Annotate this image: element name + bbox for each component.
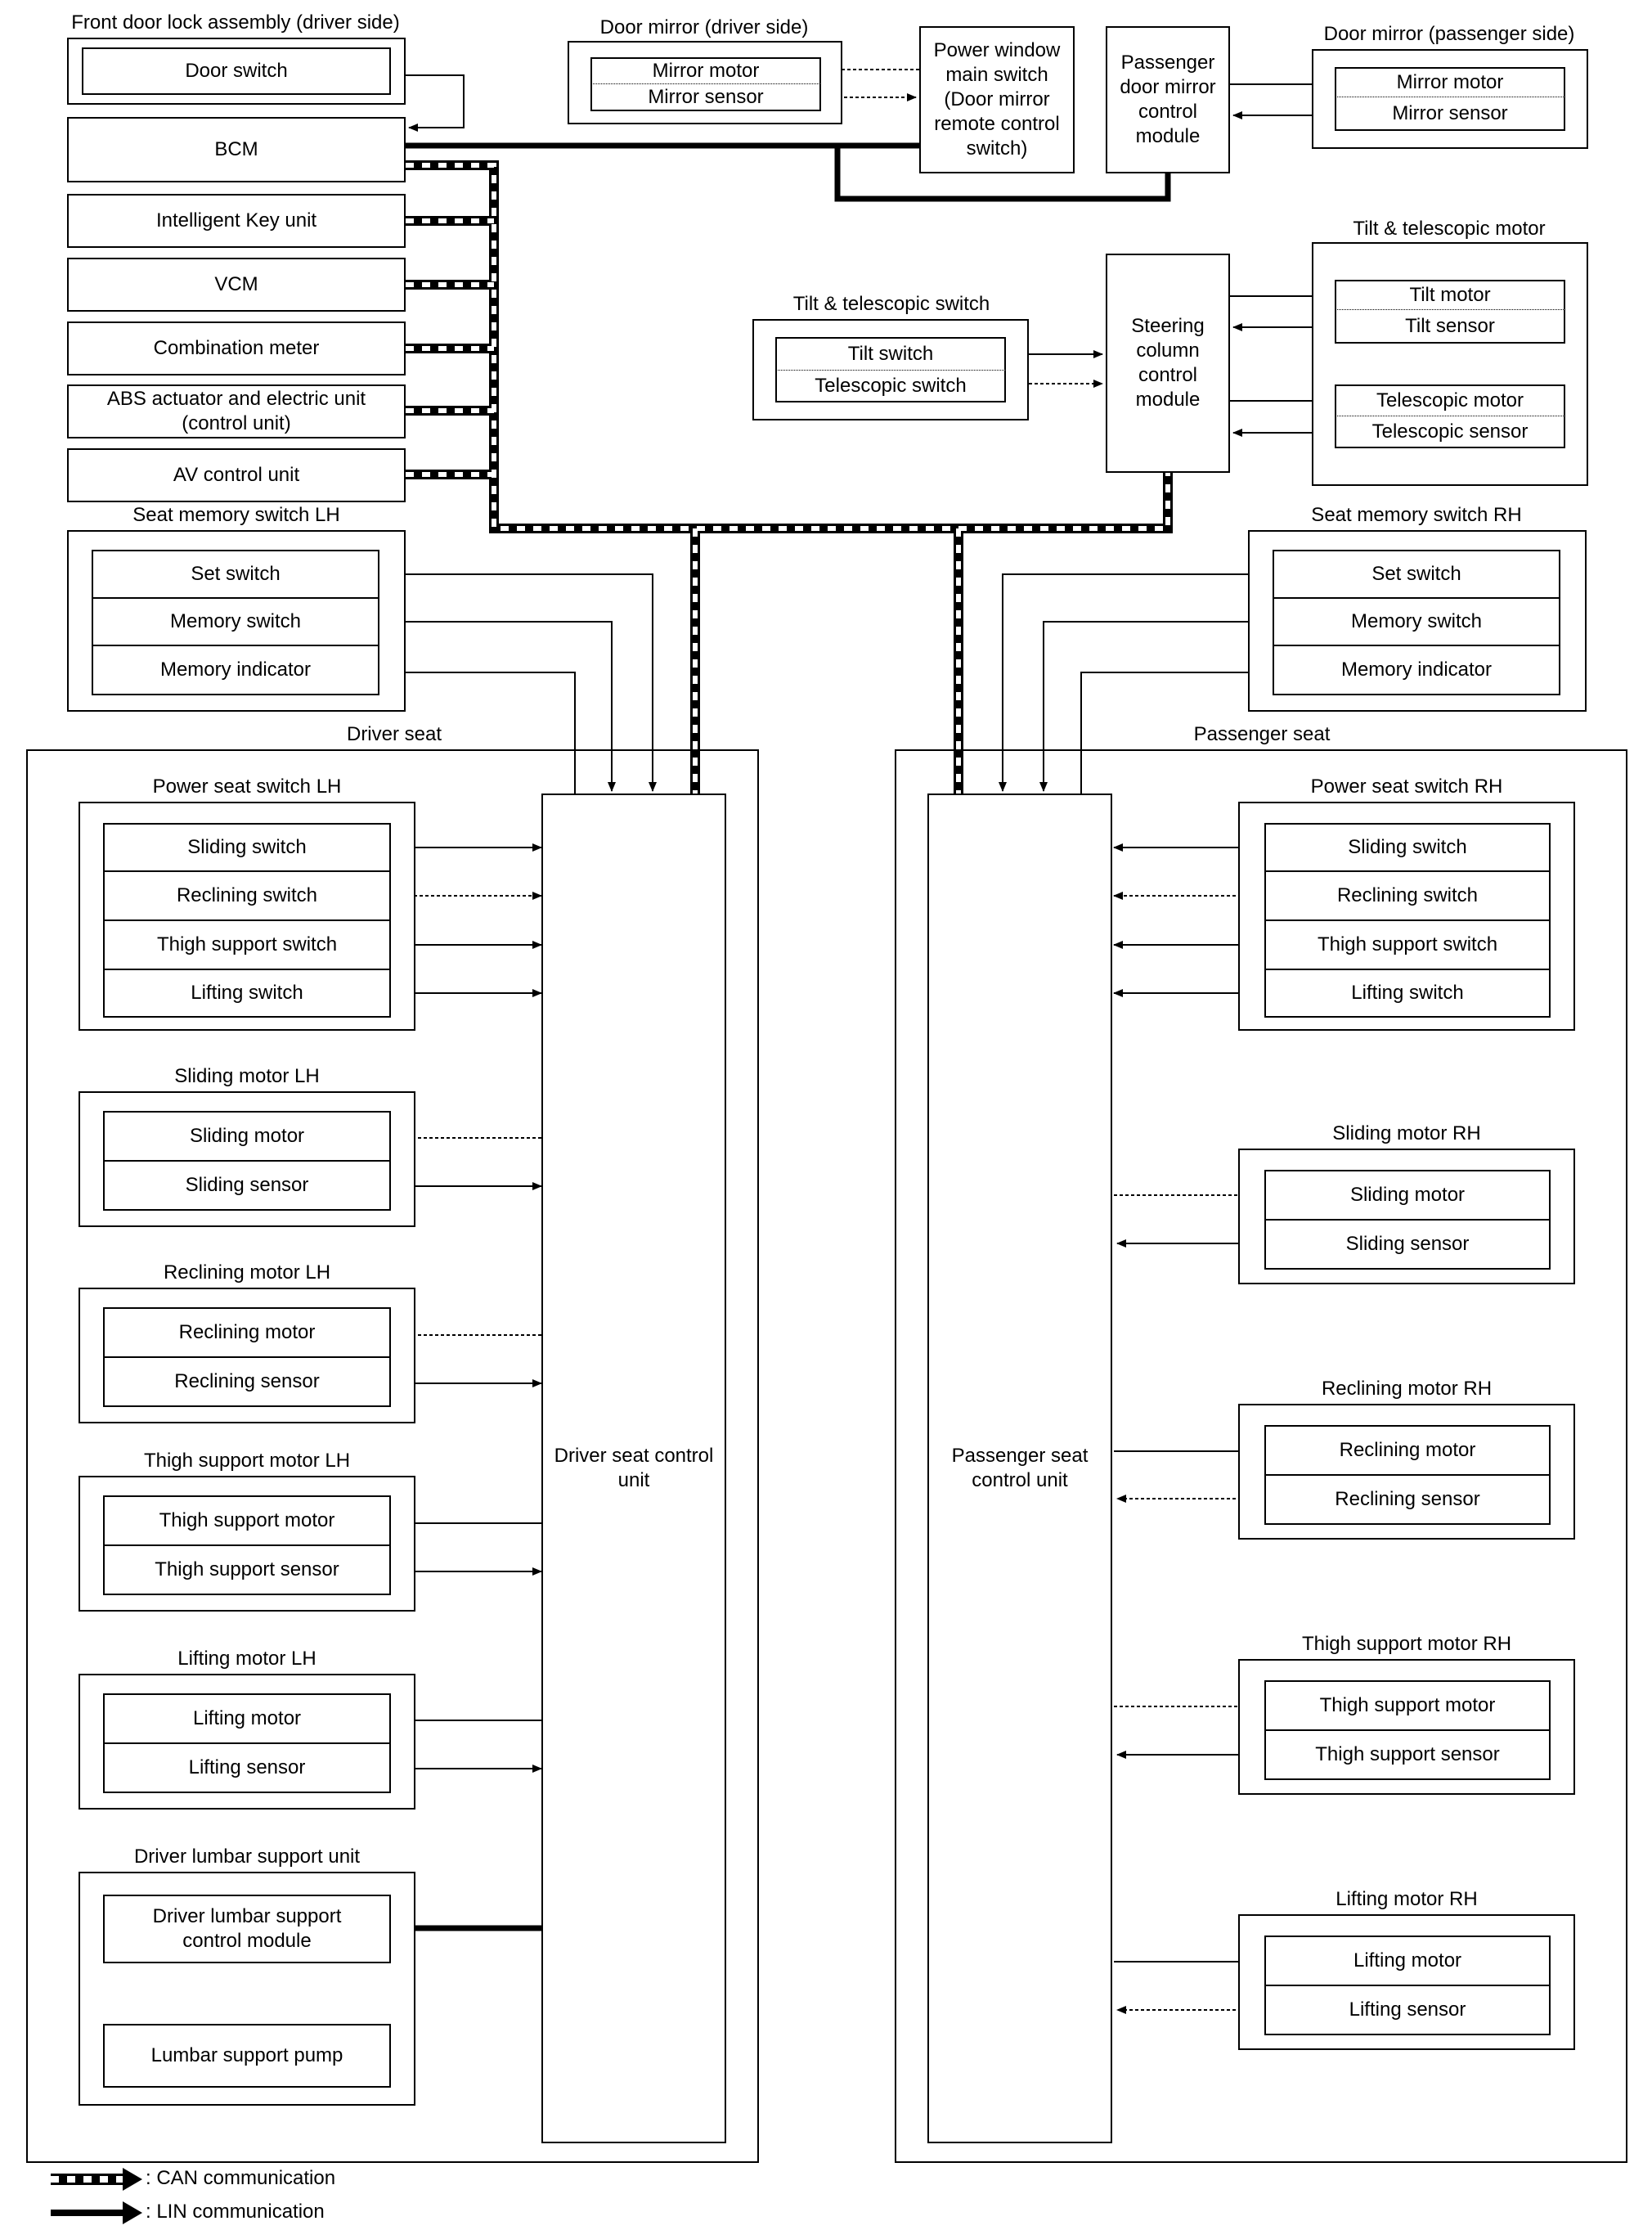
reclining-motor-rh: Reclining motor	[1264, 1425, 1551, 1476]
bcm: BCM	[67, 117, 406, 182]
can-bus	[406, 160, 1173, 794]
tilt-tele-motor-title: Tilt & telescopic motor	[1353, 218, 1546, 240]
reclining-switch-rh: Reclining switch	[1264, 870, 1551, 921]
mirror-sensor-passenger: Mirror sensor	[1335, 97, 1565, 131]
sliding-sensor-rh: Sliding sensor	[1264, 1219, 1551, 1270]
av-control-unit: AV control unit	[67, 448, 406, 502]
passenger-seat-frame	[895, 749, 1627, 2163]
lifting-motor-lh: Lifting motor	[103, 1693, 391, 1744]
legend-can-line	[51, 2168, 142, 2191]
memory-indicator-rh: Memory indicator	[1273, 645, 1560, 695]
steering-column-module: Steering column control module	[1106, 254, 1230, 473]
lifting-switch-lh: Lifting switch	[103, 969, 391, 1018]
tilt-sensor: Tilt sensor	[1335, 309, 1565, 344]
reclining-motor-lh: Reclining motor	[103, 1307, 391, 1358]
reclining-sensor-rh: Reclining sensor	[1264, 1474, 1551, 1525]
reclining-motor-lh-title: Reclining motor LH	[163, 1261, 331, 1284]
mirror-motor-driver: Mirror motor	[590, 57, 821, 85]
legend-can-label: : CAN communication	[146, 2167, 336, 2189]
door-mirror-driver-title: Door mirror (driver side)	[599, 16, 809, 38]
reclining-sensor-lh: Reclining sensor	[103, 1356, 391, 1407]
memory-switch-lh-title: Seat memory switch LH	[132, 504, 340, 526]
thigh-support-sensor-lh: Thigh support sensor	[103, 1544, 391, 1595]
telescopic-switch: Telescopic switch	[775, 370, 1006, 402]
sliding-switch-rh: Sliding switch	[1264, 823, 1551, 872]
thigh-support-motor-lh-title: Thigh support motor LH	[143, 1450, 351, 1472]
legend-lin-line	[51, 2201, 142, 2224]
mirror-motor-passenger: Mirror motor	[1335, 67, 1565, 98]
lifting-motor-lh-title: Lifting motor LH	[177, 1648, 316, 1670]
lifting-switch-rh: Lifting switch	[1264, 969, 1551, 1018]
set-switch-rh: Set switch	[1273, 550, 1560, 599]
reclining-switch-lh: Reclining switch	[103, 870, 391, 921]
mirror-sensor-driver: Mirror sensor	[590, 83, 821, 111]
intelligent-key-unit: Intelligent Key unit	[67, 194, 406, 248]
tilt-motor: Tilt motor	[1335, 280, 1565, 311]
thigh-support-motor-rh: Thigh support motor	[1264, 1680, 1551, 1731]
lifting-motor-rh: Lifting motor	[1264, 1936, 1551, 1986]
combination-meter: Combination meter	[67, 321, 406, 375]
lumbar-unit-title: Driver lumbar support unit	[133, 1846, 361, 1868]
memory-switch-rh: Memory switch	[1273, 597, 1560, 646]
power-seat-switch-lh-title: Power seat switch LH	[152, 776, 342, 798]
sliding-sensor-lh: Sliding sensor	[103, 1160, 391, 1211]
thigh-support-sensor-rh: Thigh support sensor	[1264, 1729, 1551, 1780]
power-seat-switch-rh-title: Power seat switch RH	[1310, 776, 1503, 798]
sliding-motor-lh: Sliding motor	[103, 1111, 391, 1162]
sliding-motor-lh-title: Sliding motor LH	[174, 1065, 320, 1087]
abs-actuator-unit: ABS actuator and electric unit (control …	[67, 384, 406, 438]
tilt-tele-switch-title: Tilt & telescopic switch	[792, 293, 990, 315]
passenger-door-mirror-module: Passenger door mirror control module	[1106, 26, 1230, 173]
passenger-seat-control-unit: Passenger seat control unit	[927, 794, 1112, 2143]
thigh-support-switch-lh: Thigh support switch	[103, 919, 391, 970]
power-window-main-switch: Power window main switch (Door mirror re…	[919, 26, 1075, 173]
driver-seat-frame	[26, 749, 759, 2163]
lumbar-control-module: Driver lumbar support control module	[103, 1895, 391, 1963]
passenger-seat-title: Passenger seat	[1193, 723, 1331, 745]
set-switch-lh: Set switch	[92, 550, 379, 599]
telescopic-sensor: Telescopic sensor	[1335, 416, 1565, 448]
legend-lin-label: : LIN communication	[146, 2201, 325, 2223]
door-mirror-passenger-title: Door mirror (passenger side)	[1323, 23, 1575, 45]
reclining-motor-rh-title: Reclining motor RH	[1321, 1378, 1493, 1400]
tilt-tele-motor-frame	[1312, 242, 1588, 486]
telescopic-motor: Telescopic motor	[1335, 384, 1565, 417]
memory-switch-lh: Memory switch	[92, 597, 379, 646]
lumbar-support-pump: Lumbar support pump	[103, 2024, 391, 2088]
lifting-sensor-rh: Lifting sensor	[1264, 1985, 1551, 2035]
thigh-support-motor-rh-title: Thigh support motor RH	[1301, 1633, 1512, 1655]
thigh-support-switch-rh: Thigh support switch	[1264, 919, 1551, 970]
sliding-motor-rh-title: Sliding motor RH	[1332, 1122, 1481, 1144]
driver-seat-control-unit: Driver seat control unit	[541, 794, 726, 2143]
vcm: VCM	[67, 258, 406, 312]
driver-seat-title: Driver seat	[346, 723, 442, 745]
sliding-motor-rh: Sliding motor	[1264, 1170, 1551, 1221]
lifting-motor-rh-title: Lifting motor RH	[1336, 1888, 1478, 1910]
sliding-switch-lh: Sliding switch	[103, 823, 391, 872]
front-door-lock-title: Front door lock assembly (driver side)	[71, 11, 400, 34]
lifting-sensor-lh: Lifting sensor	[103, 1742, 391, 1793]
memory-indicator-lh: Memory indicator	[92, 645, 379, 695]
door-switch: Door switch	[82, 47, 391, 95]
tilt-switch: Tilt switch	[775, 337, 1006, 371]
thigh-support-motor-lh: Thigh support motor	[103, 1495, 391, 1546]
memory-switch-rh-title: Seat memory switch RH	[1311, 504, 1522, 526]
